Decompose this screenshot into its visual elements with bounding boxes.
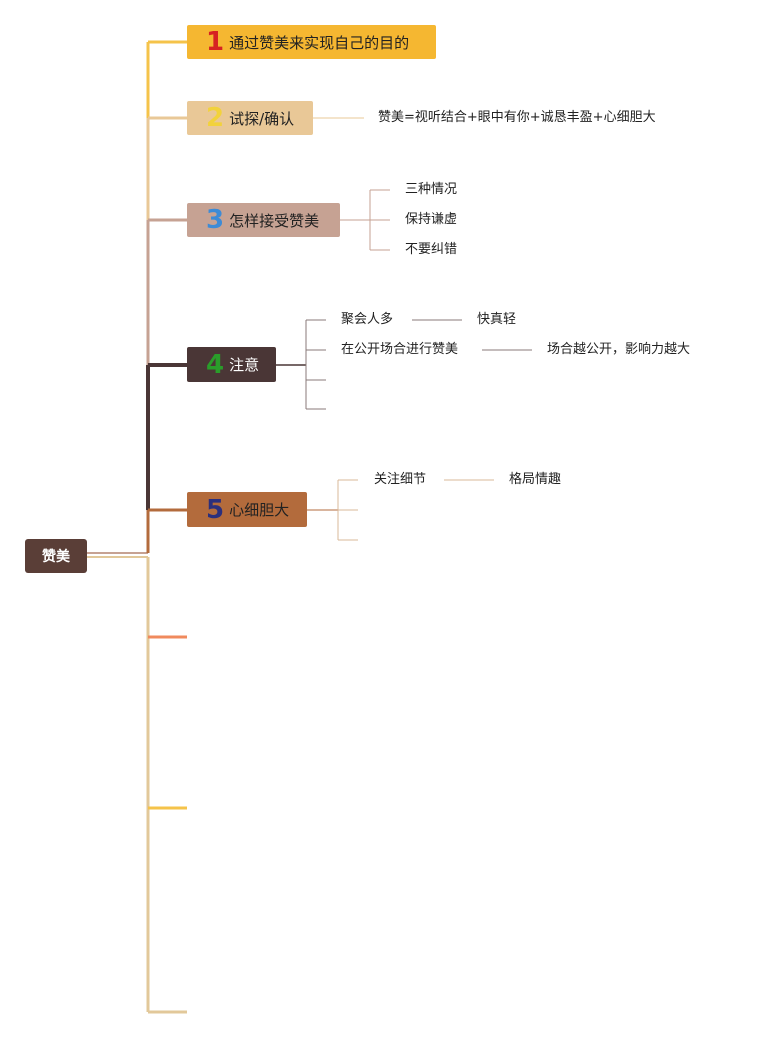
branch-number-5: 5 bbox=[206, 494, 225, 525]
branch-node-3[interactable]: 3 怎样接受赞美 bbox=[187, 203, 340, 237]
branch-label-1: 通过赞美来实现自己的目的 bbox=[229, 33, 410, 52]
leaf-three-situations[interactable]: 三种情况 bbox=[405, 182, 458, 197]
branch-number-1: 1 bbox=[206, 27, 225, 57]
branch-node-5[interactable]: 5 心细胆大 bbox=[187, 492, 307, 527]
leaf-vision-taste[interactable]: 格局情趣 bbox=[509, 472, 562, 487]
branch-label-3: 怎样接受赞美 bbox=[229, 211, 320, 230]
branch-node-2[interactable]: 2 试探/确认 bbox=[187, 101, 313, 135]
leaf-public-praise[interactable]: 在公开场合进行赞美 bbox=[341, 342, 459, 357]
branch-label-2: 试探/确认 bbox=[229, 109, 295, 128]
branch-label-5: 心细胆大 bbox=[229, 501, 290, 519]
root-label: 赞美 bbox=[42, 549, 70, 565]
root-node[interactable]: 赞美 bbox=[25, 539, 87, 573]
leaf-quick-true-light[interactable]: 快真轻 bbox=[477, 312, 517, 327]
branch-node-1[interactable]: 1 通过赞美来实现自己的目的 bbox=[187, 25, 436, 59]
leaf-no-correction[interactable]: 不要纠错 bbox=[405, 242, 458, 257]
leaf-attention-to-detail[interactable]: 关注细节 bbox=[374, 472, 427, 487]
branch-number-2: 2 bbox=[206, 103, 225, 133]
branch-number-4: 4 bbox=[206, 349, 225, 380]
leaf-stay-modest[interactable]: 保持谦虚 bbox=[405, 212, 458, 227]
leaf-public-influence[interactable]: 场合越公开，影响力越大 bbox=[547, 342, 691, 357]
branch-number-3: 3 bbox=[206, 205, 225, 235]
leaf-formula[interactable]: 赞美=视听结合+眼中有你+诚恳丰盈+心细胆大 bbox=[378, 110, 656, 125]
branch-node-4[interactable]: 4 注意 bbox=[187, 347, 276, 382]
leaf-gathering-many-people[interactable]: 聚会人多 bbox=[341, 312, 394, 327]
branch-label-4: 注意 bbox=[229, 356, 260, 374]
